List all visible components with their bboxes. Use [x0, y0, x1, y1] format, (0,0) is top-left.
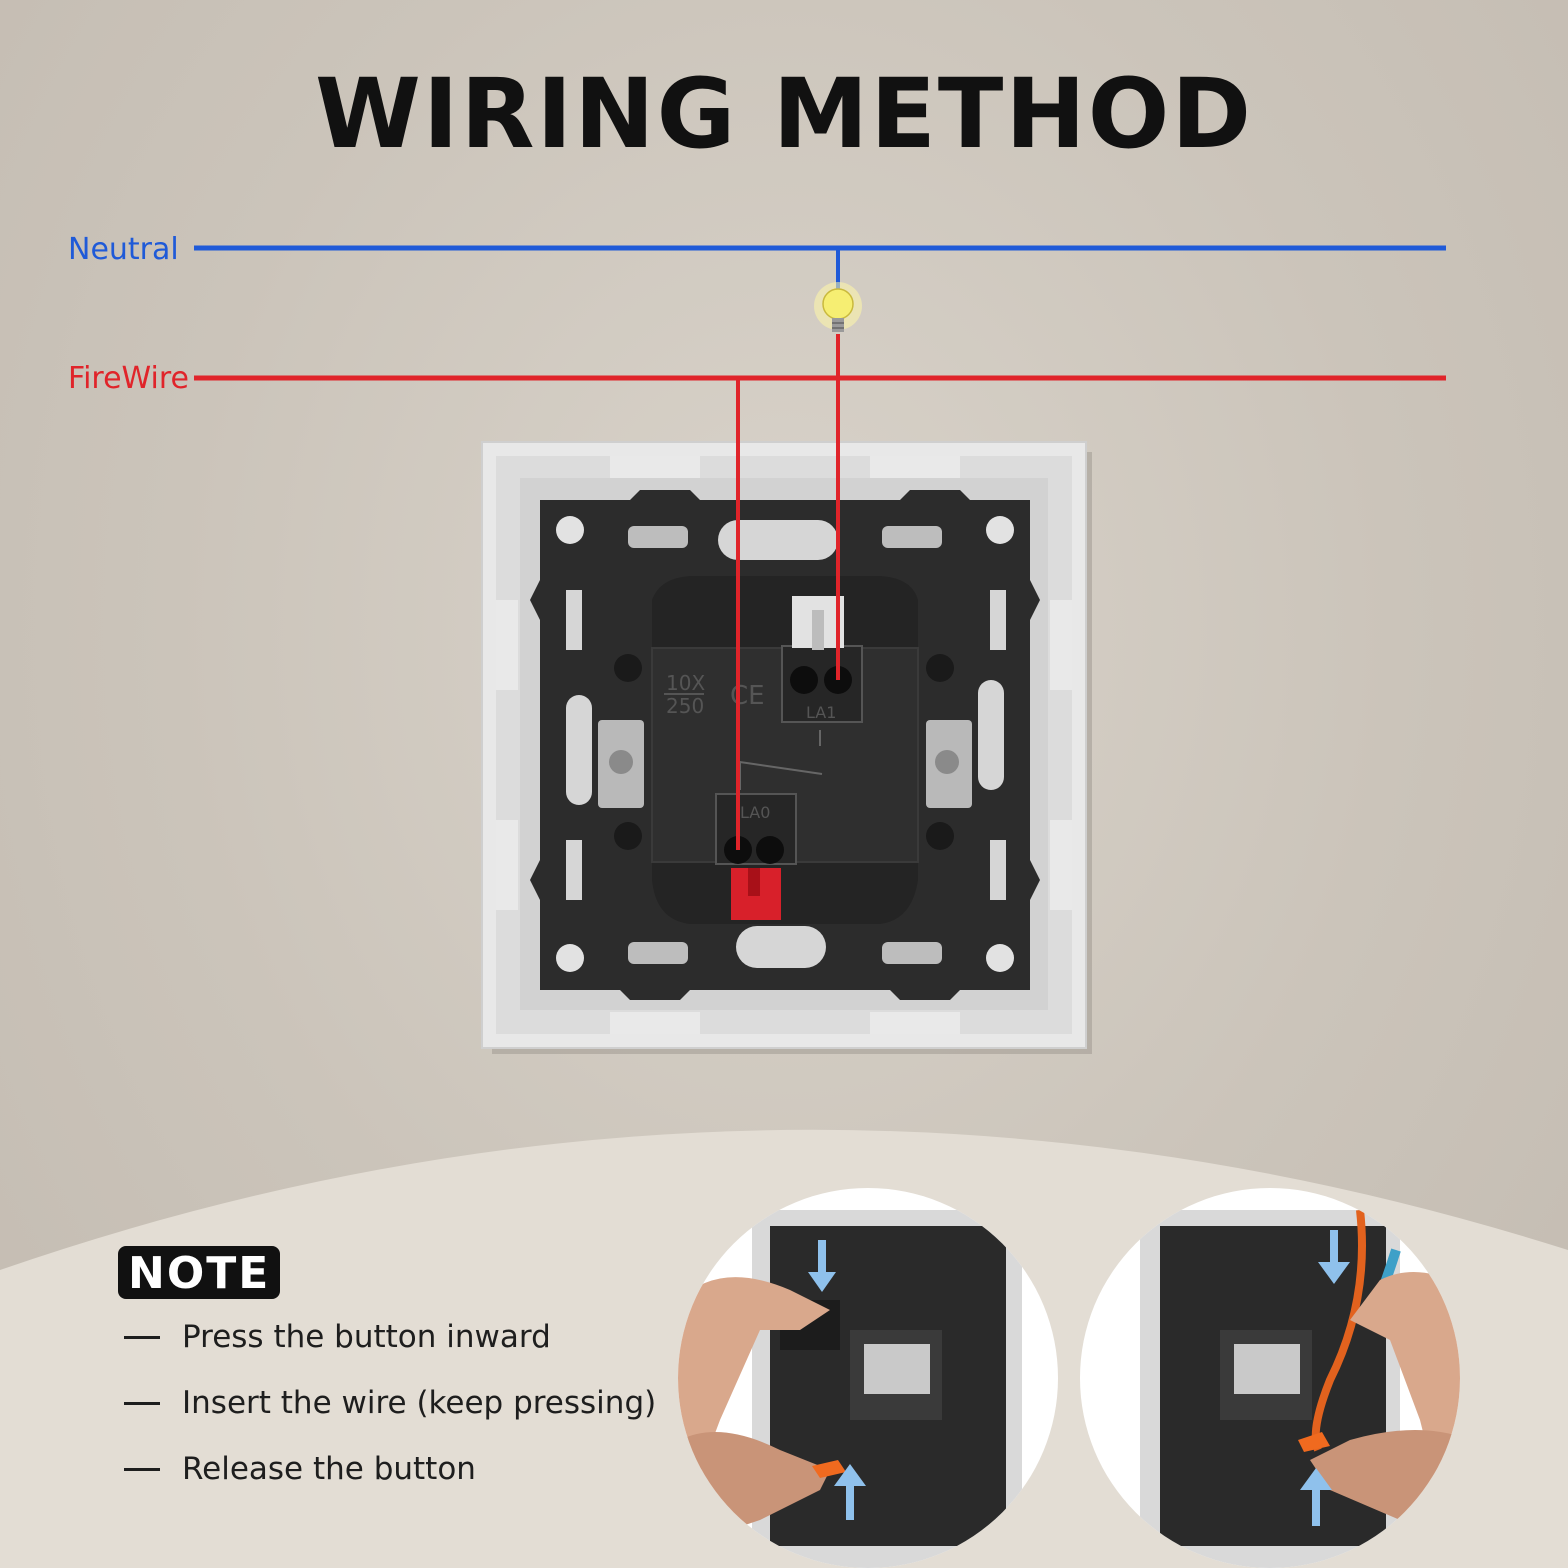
- ce-mark: CE: [730, 681, 765, 711]
- note-step: Release the button: [124, 1444, 656, 1510]
- wire-lines: [194, 245, 1446, 850]
- rating-top-label: 10X: [666, 671, 705, 695]
- terminal-bottom-label: LA0: [740, 803, 770, 822]
- terminal-top-label: LA1: [806, 703, 836, 722]
- switch-mechanism: [530, 490, 1040, 1000]
- firewire-label: FireWire: [68, 361, 190, 396]
- note-badge: NOTE: [118, 1246, 281, 1299]
- note-step-text: Press the button inward: [182, 1319, 551, 1355]
- dash-icon: [124, 1336, 160, 1339]
- arrow-up-icon: [1300, 1468, 1332, 1526]
- step-photo-insert: [1080, 1188, 1460, 1568]
- note-steps: Press the button inward Insert the wire …: [124, 1312, 656, 1510]
- note-step-text: Insert the wire (keep pressing): [182, 1385, 657, 1421]
- arrow-up-icon: [834, 1464, 866, 1520]
- arrow-down-icon: [1318, 1230, 1350, 1284]
- step-photo-press: [678, 1188, 1058, 1568]
- dash-icon: [124, 1468, 160, 1471]
- rating-bottom-label: 250: [666, 694, 704, 718]
- note-step: Press the button inward: [124, 1312, 656, 1378]
- neutral-label: Neutral: [68, 232, 179, 267]
- dash-icon: [124, 1402, 160, 1405]
- light-bulb-icon: [814, 282, 862, 332]
- page-title: WIRING METHOD: [314, 58, 1254, 170]
- arrow-down-icon: [808, 1240, 836, 1292]
- note-step: Insert the wire (keep pressing): [124, 1378, 656, 1444]
- note-step-text: Release the button: [182, 1451, 476, 1487]
